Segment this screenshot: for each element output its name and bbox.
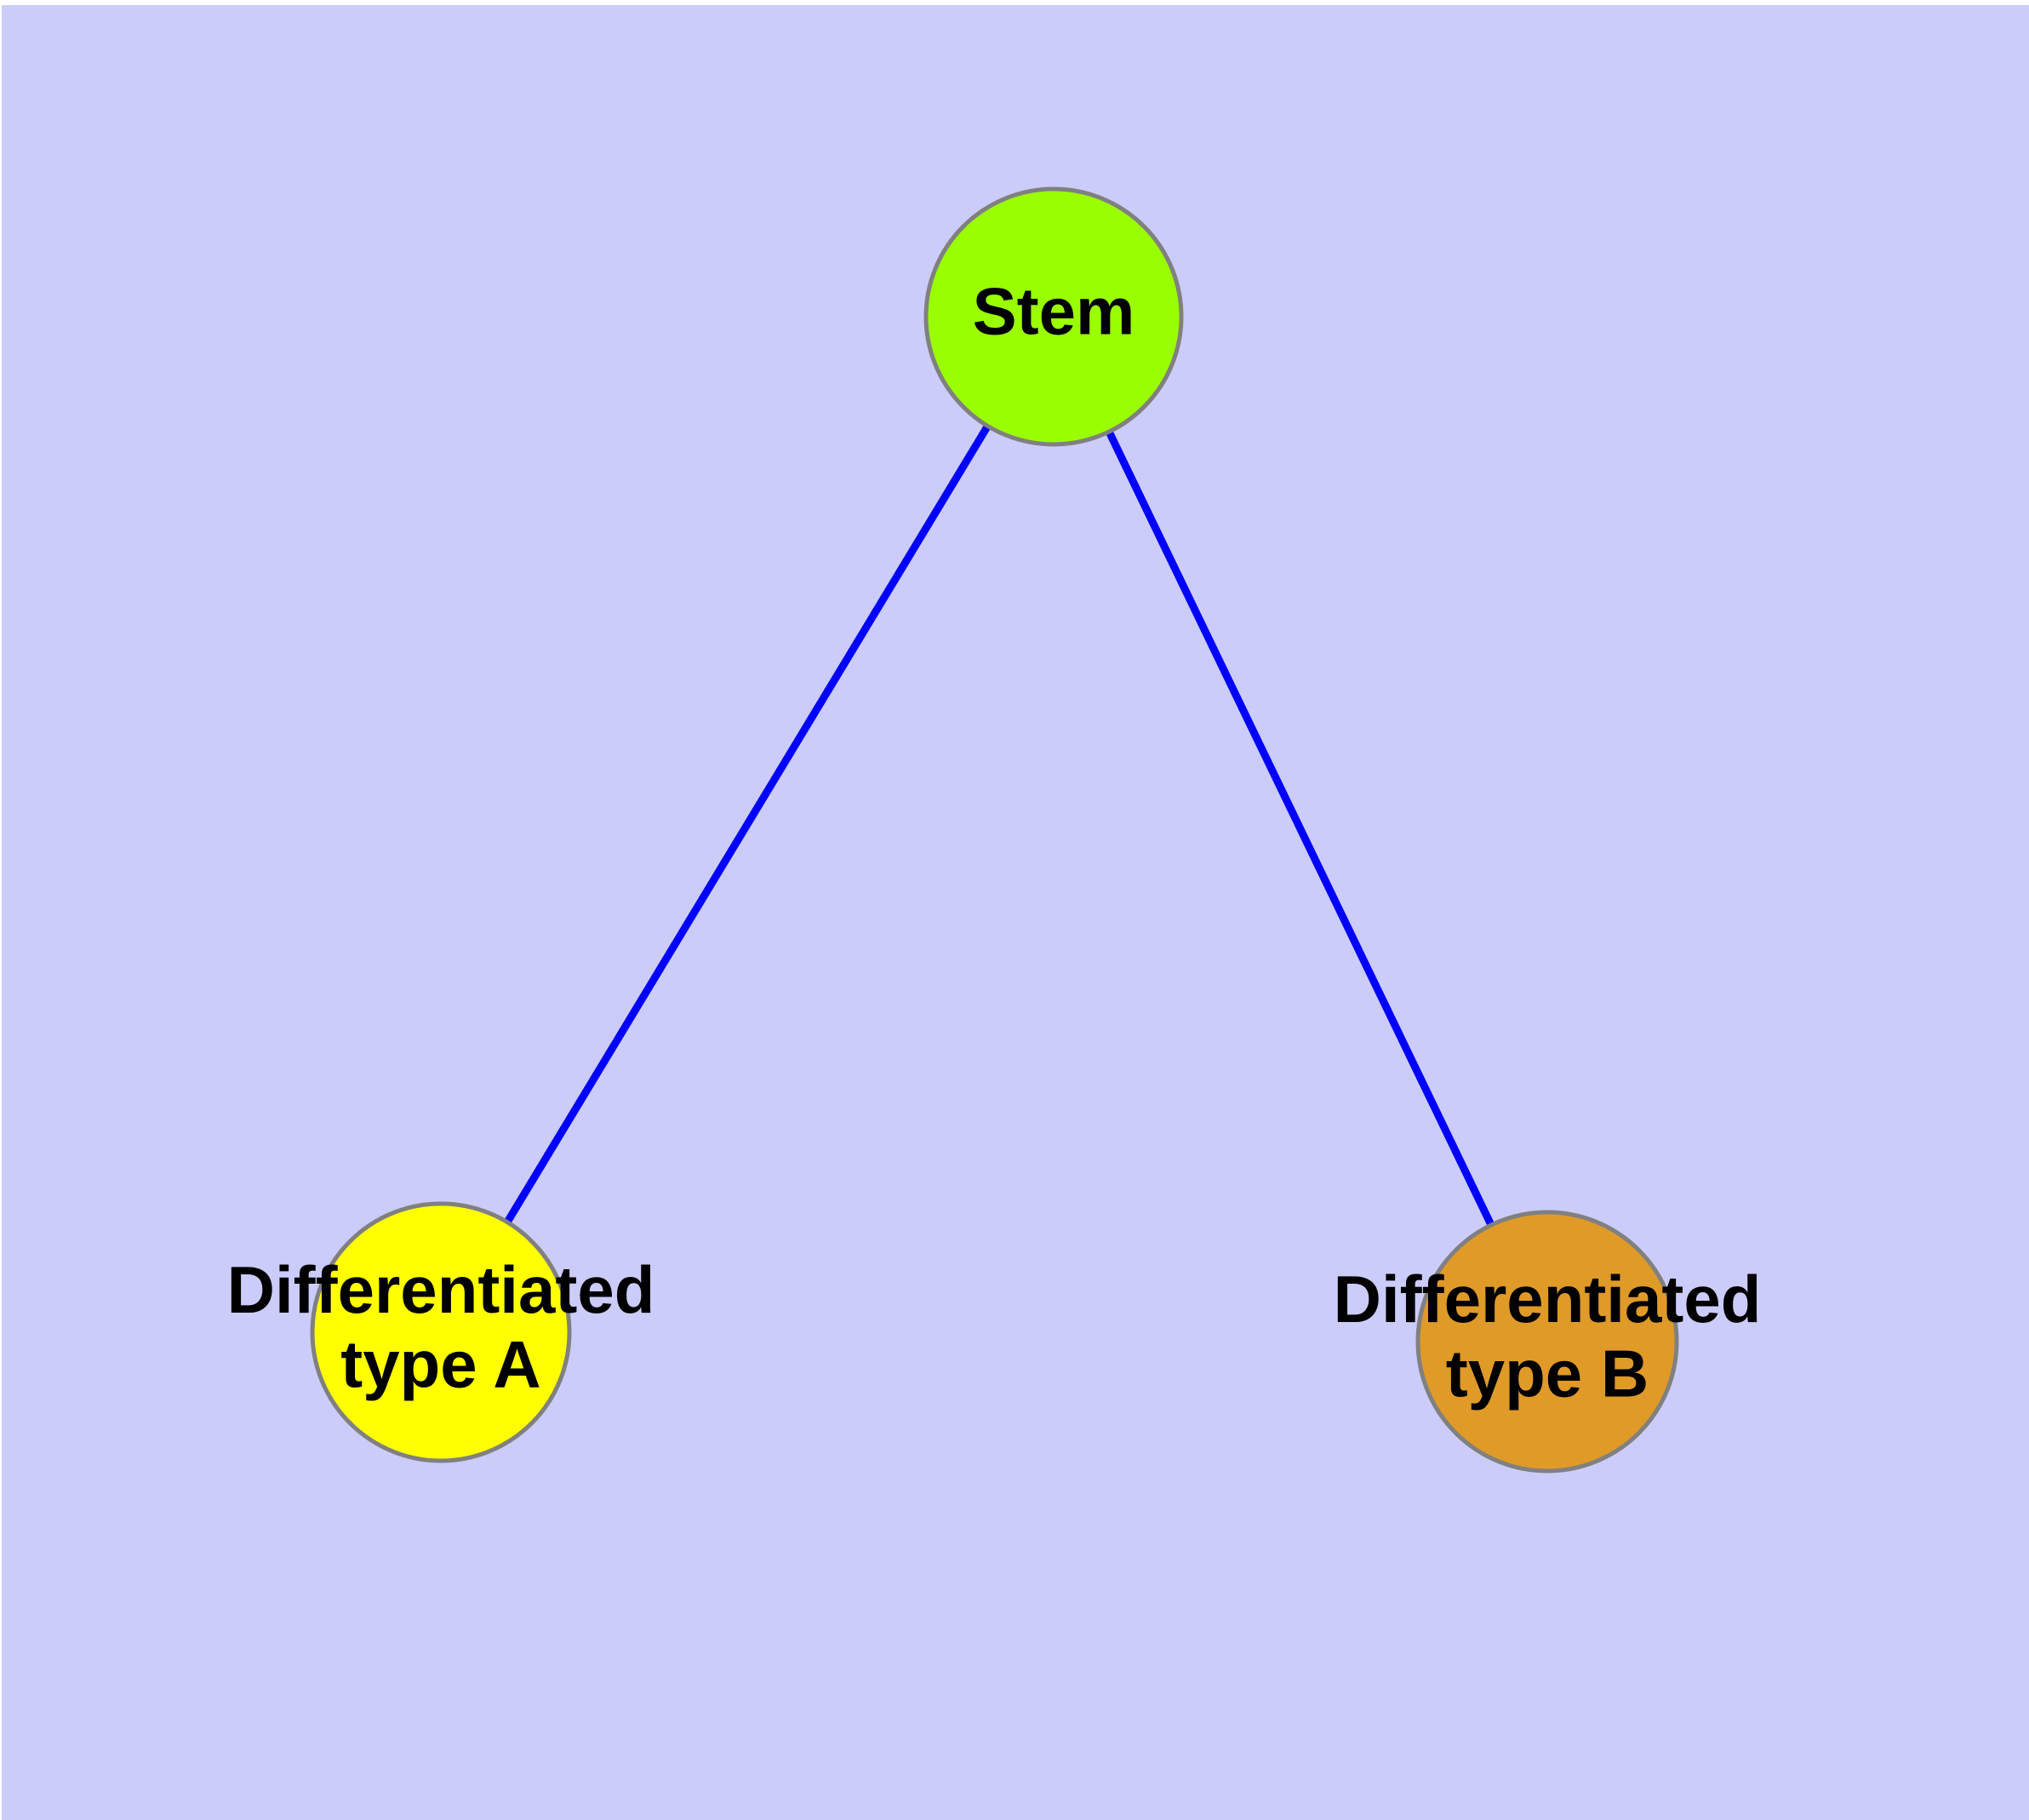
node-label-diff_a-line-1: Differentiated — [227, 1252, 655, 1327]
graph-node-stem[interactable]: Stem — [923, 186, 1184, 447]
edges-layer — [437, 314, 1552, 1343]
node-label-diff_b-line-1: Differentiated — [1334, 1262, 1762, 1336]
graph-edge-stem-to-diff_a — [437, 314, 1057, 1335]
node-circle-stem[interactable] — [923, 186, 1184, 447]
graph-edge-stem-to-diff_b — [1049, 315, 1552, 1343]
node-label-stem-line-1: Stem — [973, 274, 1135, 349]
node-circle-diff_a[interactable] — [310, 1201, 572, 1463]
node-label-diff_b-line-2: type B — [1446, 1336, 1649, 1411]
node-label-diff_a-line-2: type A — [340, 1326, 541, 1401]
node-circle-diff_b[interactable] — [1415, 1210, 1679, 1474]
